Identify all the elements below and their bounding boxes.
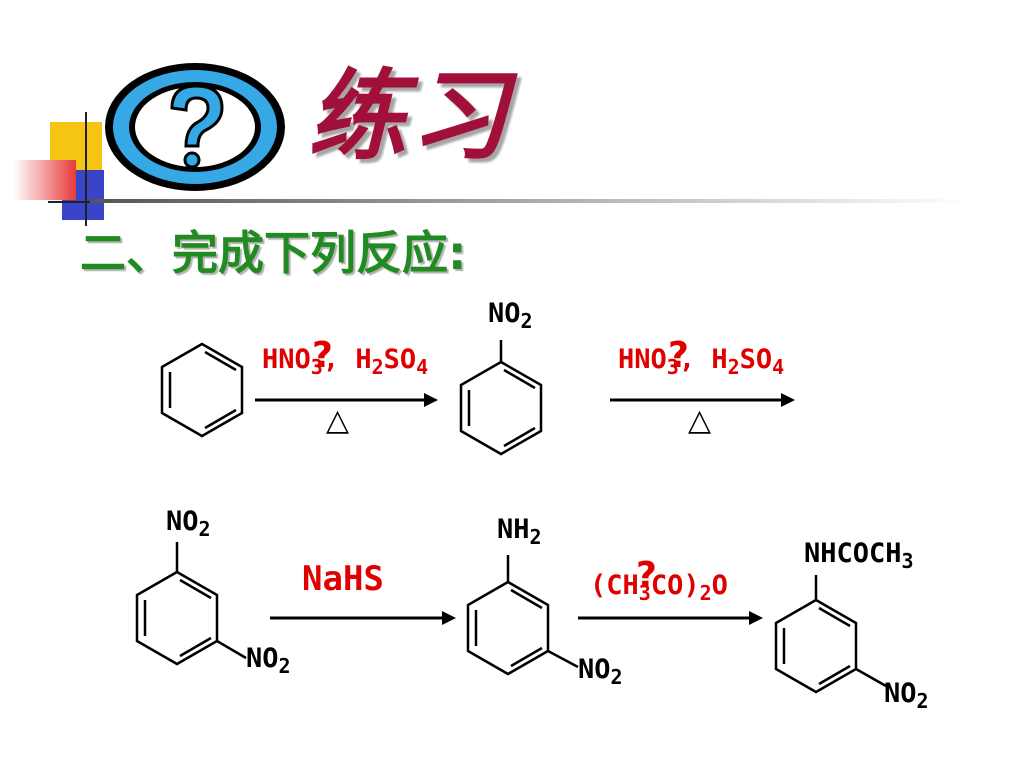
nitro-group-meta-label-3: NO2	[884, 678, 929, 713]
nitro-group-label: NO2	[488, 298, 533, 333]
heat-symbol-2: △	[688, 403, 712, 438]
heat-symbol-1: △	[326, 403, 350, 438]
question-badge-icon	[105, 63, 285, 191]
acetamido-group-label: NHCOCH3	[804, 538, 914, 573]
nitroacetanilide-ring	[774, 575, 887, 694]
reaction-arrow-3	[270, 611, 456, 625]
section-heading: 二、完成下列反应:	[80, 226, 467, 280]
reagent-acetic-anhydride: (CH3CO)2O	[590, 570, 728, 605]
slide-title: 练习	[308, 59, 513, 174]
reaction-arrow-1	[255, 393, 438, 407]
nitro-group-meta-label: NO2	[246, 643, 291, 678]
unknown-marker-3: ?	[636, 555, 657, 596]
header-rule	[90, 199, 970, 203]
unknown-marker-2: ?	[668, 335, 689, 376]
benzene-ring	[160, 342, 244, 438]
reaction-arrow-2	[610, 393, 795, 407]
reagent-nitration-1: HNO3, H2SO4	[262, 344, 429, 379]
amino-group-label: NH2	[497, 514, 542, 549]
reaction-arrow-4	[578, 611, 763, 625]
reagent-nahs: NaHS	[302, 559, 384, 599]
nitro-group-top-label: NO2	[166, 506, 211, 541]
nitro-group-meta-label-2: NO2	[578, 654, 623, 689]
nitroaniline-ring	[466, 555, 579, 676]
reagent-nitration-2: HNO3, H2SO4	[618, 344, 785, 379]
corner-logo	[14, 112, 130, 226]
unknown-marker-1: ?	[312, 335, 333, 376]
logo-red-block	[14, 160, 76, 200]
dinitrobenzene-ring	[135, 542, 247, 666]
nitrobenzene-ring	[459, 340, 543, 456]
